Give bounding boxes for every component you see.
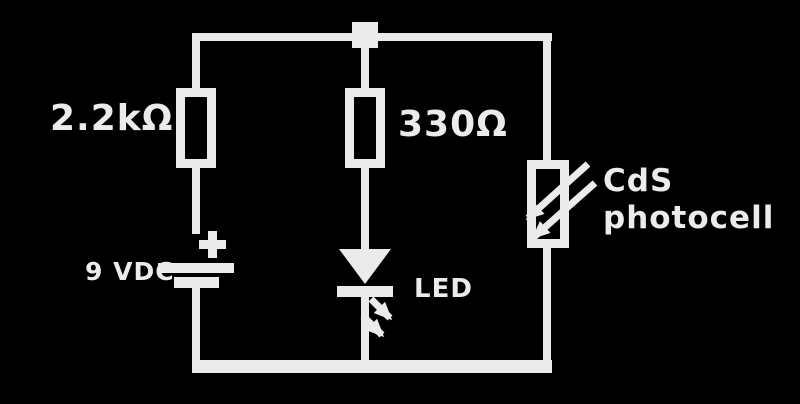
battery-voltage-label: 9 VDC bbox=[85, 257, 175, 286]
photocell-label-line2: photocell bbox=[603, 200, 775, 236]
wire-left-lower bbox=[192, 288, 200, 366]
photocell-label-line1: CdS bbox=[603, 163, 674, 199]
resistor-middle-value-label: 330Ω bbox=[398, 104, 508, 145]
battery-long-plate bbox=[158, 263, 234, 273]
wire-left-upper bbox=[192, 33, 200, 90]
wire-right-lower bbox=[543, 246, 551, 366]
led-label: LED bbox=[414, 274, 473, 304]
wire-middle-lower bbox=[361, 296, 369, 364]
led-emission-arrow-1 bbox=[368, 296, 393, 321]
wire-right-upper bbox=[543, 40, 551, 162]
wire-middle-upper bbox=[361, 40, 369, 90]
wire-left-middle bbox=[192, 166, 200, 234]
resistor-middle-symbol bbox=[345, 88, 385, 168]
photocell-symbol bbox=[527, 160, 569, 248]
battery-short-plate bbox=[174, 277, 219, 288]
resistor-left-symbol bbox=[176, 88, 216, 168]
wire-bottom-rail bbox=[192, 360, 552, 373]
led-triangle bbox=[339, 249, 391, 284]
wire-middle-center bbox=[361, 166, 369, 252]
resistor-left-value-label: 2.2kΩ bbox=[50, 98, 174, 139]
